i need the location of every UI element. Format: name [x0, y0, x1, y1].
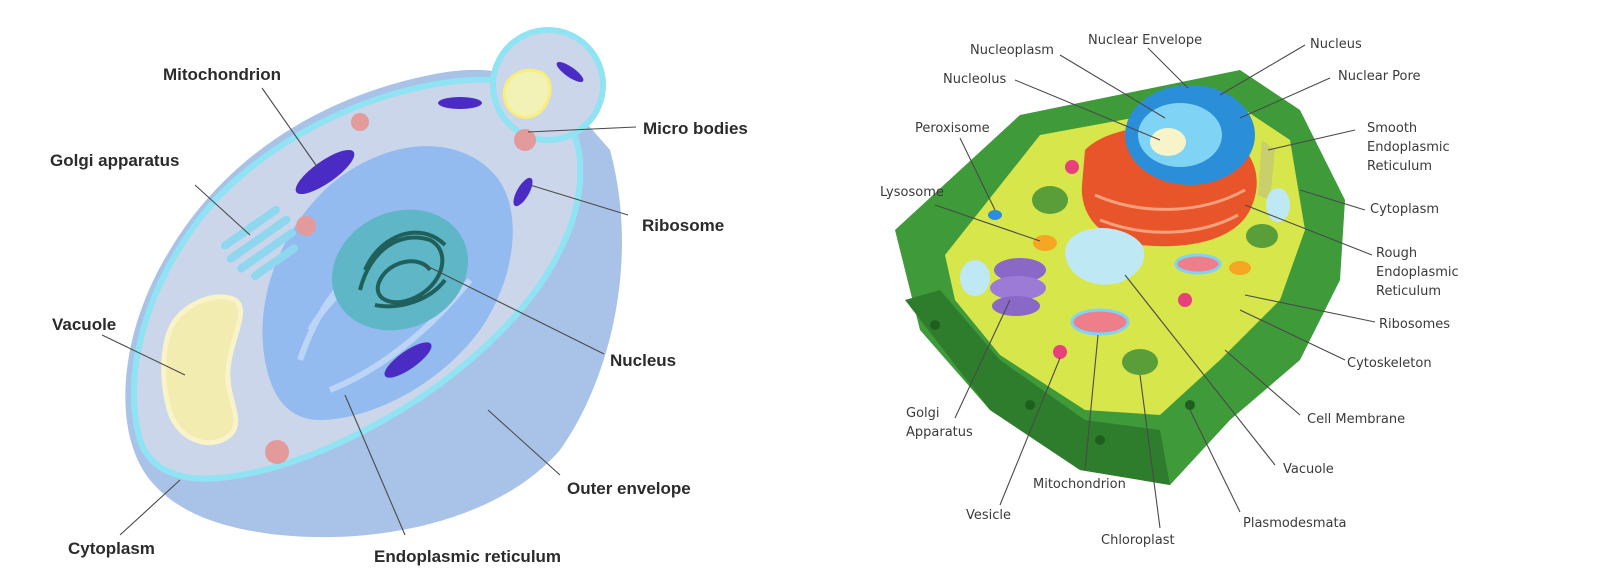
chloroplast-2: [1246, 224, 1278, 248]
label-nucleoplasm: Nucleoplasm: [970, 43, 1054, 58]
vesicle: [1053, 345, 1067, 359]
bud-organelle: [504, 70, 550, 117]
micro-body-2: [296, 216, 316, 236]
lysosome: [1033, 235, 1057, 251]
chloroplast-1: [1032, 186, 1068, 214]
plant-mitochondrion-1: [1072, 310, 1128, 334]
label-vesicle: Vesicle: [966, 508, 1011, 523]
label-ribosome: Ribosome: [642, 216, 724, 235]
label-ribosomes: Ribosomes: [1379, 317, 1450, 332]
plant-golgi: [990, 258, 1046, 316]
plasmodesma-4: [1185, 400, 1195, 410]
plasmodesma-2: [1025, 400, 1035, 410]
label-rough-er-2: Endoplasmic: [1376, 265, 1459, 280]
mitochondrion-2: [438, 97, 482, 109]
label-smooth-er-3: Reticulum: [1367, 159, 1432, 174]
label-nucleus: Nucleus: [610, 351, 676, 370]
label-nucleus-plant: Nucleus: [1310, 37, 1362, 52]
plant-cell-diagram: Nucleoplasm Nuclear Envelope Nucleus Nuc…: [880, 33, 1459, 548]
label-endoplasmic-reticulum: Endoplasmic reticulum: [374, 547, 561, 566]
label-golgi-apparatus: Golgi apparatus: [50, 151, 179, 170]
label-golgi-2: Apparatus: [906, 425, 973, 440]
label-chloroplast: Chloroplast: [1101, 533, 1175, 548]
nucleolus: [1150, 128, 1186, 156]
label-micro-bodies: Micro bodies: [643, 119, 748, 138]
label-smooth-er-1: Smooth: [1367, 121, 1417, 136]
label-cell-membrane: Cell Membrane: [1307, 412, 1405, 427]
label-cytoplasm-plant: Cytoplasm: [1370, 202, 1439, 217]
micro-body-4: [265, 440, 289, 464]
label-nuclear-pore: Nuclear Pore: [1338, 69, 1421, 84]
chloroplast-3: [1122, 349, 1158, 375]
label-outer-envelope: Outer envelope: [567, 479, 691, 498]
label-golgi-1: Golgi: [906, 406, 940, 421]
plant-mitochondrion-2: [1176, 255, 1220, 273]
rleader-nuclear-envelope: [1148, 48, 1188, 88]
label-peroxisome: Peroxisome: [915, 121, 990, 136]
label-smooth-er-2: Endoplasmic: [1367, 140, 1450, 155]
small-vacuole-1: [960, 260, 990, 296]
label-nucleolus: Nucleolus: [943, 72, 1007, 87]
leader-cytoplasm: [120, 480, 180, 535]
label-cytoplasm: Cytoplasm: [68, 539, 155, 558]
label-vacuole: Vacuole: [52, 315, 116, 334]
label-cytoskeleton: Cytoskeleton: [1347, 356, 1432, 371]
lysosome-2: [1229, 261, 1251, 275]
plasmodesma-1: [930, 320, 940, 330]
label-mitochondrion-plant: Mitochondrion: [1033, 477, 1126, 492]
yeast-cell-diagram: Mitochondrion Golgi apparatus Vacuole Cy…: [50, 30, 748, 566]
micro-body-1: [351, 113, 369, 131]
label-nuclear-envelope: Nuclear Envelope: [1088, 33, 1202, 48]
label-rough-er-3: Reticulum: [1376, 284, 1441, 299]
vesicle-2: [1178, 293, 1192, 307]
peroxisome: [988, 210, 1002, 220]
label-rough-er-1: Rough: [1376, 246, 1417, 261]
vesicle-3: [1065, 160, 1079, 174]
small-vacuole-2: [1266, 188, 1290, 222]
label-plasmodesmata: Plasmodesmata: [1243, 516, 1347, 531]
label-mitochondrion: Mitochondrion: [163, 65, 281, 84]
label-vacuole-plant: Vacuole: [1283, 462, 1334, 477]
plasmodesma-3: [1095, 435, 1105, 445]
label-lysosome: Lysosome: [880, 185, 944, 200]
